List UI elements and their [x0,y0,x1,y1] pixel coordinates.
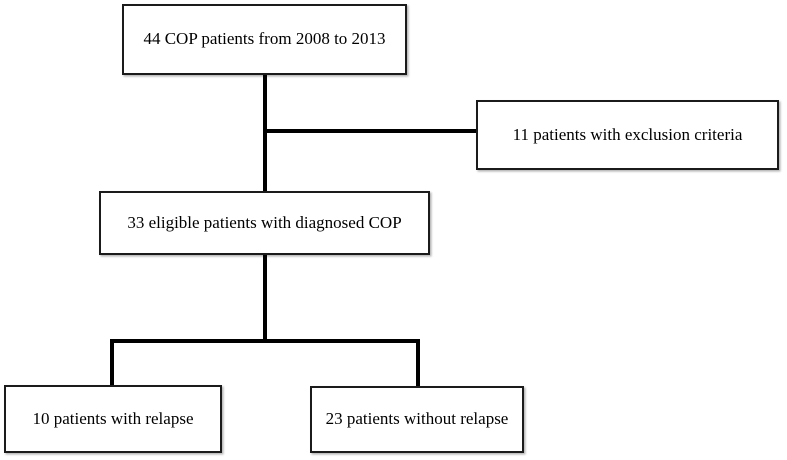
node-relapse-label: 10 patients with relapse [32,408,194,428]
node-eligible: 33 eligible patients with diagnosed COP [99,191,430,255]
connector-exclusion-branch [265,129,476,133]
node-excluded: 11 patients with exclusion criteria [476,100,779,170]
node-relapse: 10 patients with relapse [4,385,222,453]
node-cohort-label: 44 COP patients from 2008 to 2013 [143,29,386,49]
node-no-relapse: 23 patients without relapse [310,386,524,453]
connector-eligible-to-split [263,255,267,343]
node-eligible-label: 33 eligible patients with diagnosed COP [127,212,402,232]
node-cohort: 44 COP patients from 2008 to 2013 [122,4,407,75]
connector-drop-to-relapse [110,339,114,385]
node-no-relapse-label: 23 patients without relapse [325,409,509,429]
connector-drop-to-no-relapse [416,339,420,386]
connector-split-bar [110,339,420,343]
node-excluded-label: 11 patients with exclusion criteria [512,124,743,144]
connector-cohort-to-eligible [263,75,267,191]
